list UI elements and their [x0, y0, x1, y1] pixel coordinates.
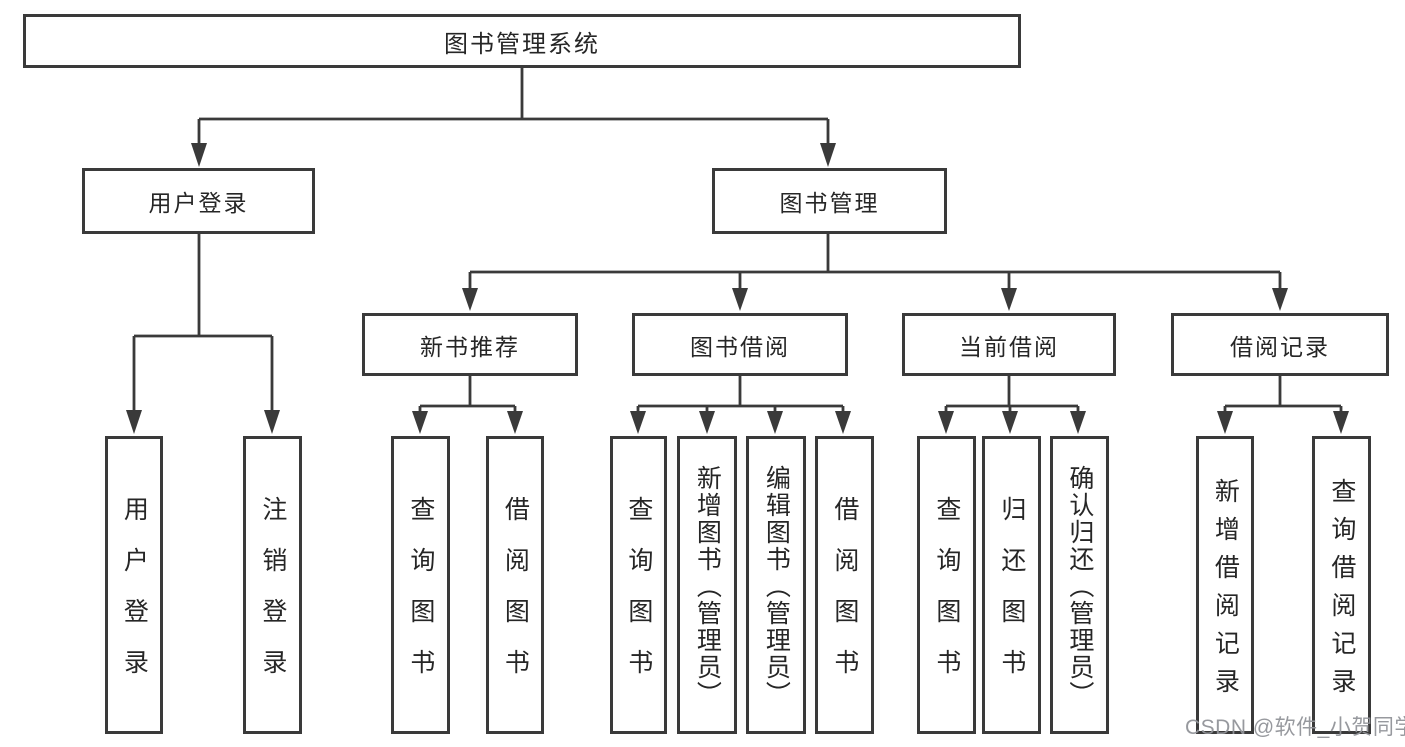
leaf-records-add-record: 新增借阅记录: [1196, 436, 1254, 734]
node-label: 确认归还（管理员）: [1065, 464, 1094, 708]
node-label: 图书管理: [779, 190, 880, 216]
node-label: 用户登录: [120, 496, 149, 700]
node-label: 查询借阅记录: [1327, 477, 1356, 706]
node-current-borrow: 当前借阅: [902, 313, 1116, 376]
node-label: 图书借阅: [690, 333, 790, 360]
node-label: 借阅记录: [1230, 333, 1330, 360]
leaf-records-query-record: 查询借阅记录: [1312, 436, 1371, 734]
leaf-borrow-add-books-admin: 新增图书（管理员）: [677, 436, 737, 734]
node-label: 查询图书: [932, 496, 961, 700]
leaf-borrow-query-books: 查询图书: [610, 436, 667, 734]
node-user-login: 用户登录: [82, 168, 315, 234]
node-label: 查询图书: [406, 496, 435, 700]
leaf-borrow-edit-books-admin: 编辑图书（管理员）: [746, 436, 806, 734]
node-label: 编辑图书（管理员）: [762, 464, 791, 708]
node-library-system: 图书管理系统: [23, 14, 1021, 68]
leaf-current-query-books: 查询图书: [917, 436, 976, 734]
leaf-recommend-borrow-books: 借阅图书: [486, 436, 544, 734]
node-new-book-recommend: 新书推荐: [362, 313, 578, 376]
leaf-recommend-query-books: 查询图书: [391, 436, 450, 734]
node-label: 借阅图书: [501, 496, 530, 700]
node-label: 归还图书: [997, 496, 1026, 700]
node-label: 查询图书: [624, 496, 653, 700]
node-book-borrow: 图书借阅: [632, 313, 848, 376]
node-borrow-records: 借阅记录: [1171, 313, 1389, 376]
node-label: 用户登录: [148, 190, 249, 216]
node-label: 新书推荐: [420, 333, 520, 360]
leaf-borrow-borrow-books: 借阅图书: [815, 436, 874, 734]
node-label: 图书管理系统: [444, 30, 600, 58]
leaf-user-login: 用户登录: [105, 436, 163, 734]
leaf-current-confirm-return-admin: 确认归还（管理员）: [1050, 436, 1109, 734]
node-label: 新增图书（管理员）: [693, 464, 722, 708]
node-label: 注销登录: [258, 496, 287, 700]
node-label: 新增借阅记录: [1211, 477, 1240, 706]
csdn-watermark: CSDN @软件_小贺同学: [1185, 716, 1405, 739]
node-book-management: 图书管理: [712, 168, 947, 234]
leaf-logout: 注销登录: [243, 436, 302, 734]
leaf-current-return-books: 归还图书: [982, 436, 1041, 734]
node-label: 当前借阅: [959, 333, 1059, 360]
node-label: 借阅图书: [830, 496, 859, 700]
